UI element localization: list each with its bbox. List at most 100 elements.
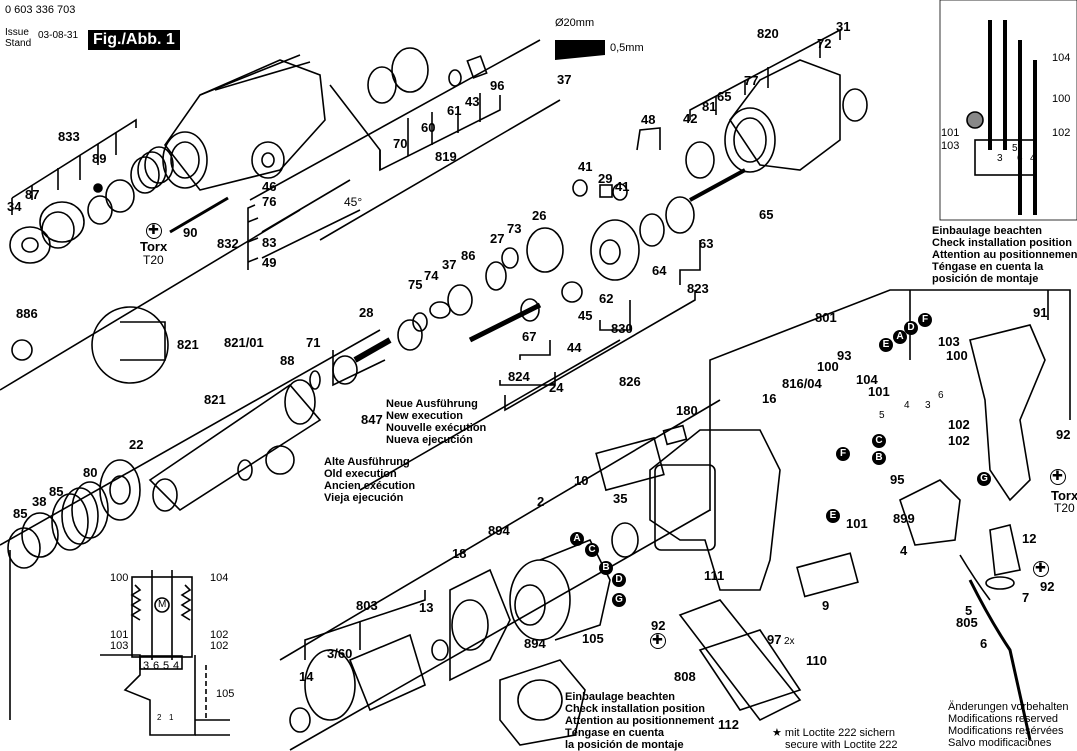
part-label: 65 — [717, 89, 732, 104]
switch-mark: 1 — [169, 713, 174, 722]
part-label: 28 — [359, 305, 374, 320]
part-label: 41 — [578, 159, 593, 174]
wire-marker-b: B — [872, 451, 886, 465]
wire-marker-b: B — [599, 561, 613, 575]
part-label: 91 — [1033, 305, 1048, 320]
leader-833 — [11, 118, 137, 199]
torx-icon — [1050, 468, 1066, 485]
wire-marker-e: E — [879, 338, 893, 352]
motor-symbol: M — [158, 599, 167, 610]
part-number: 0 603 336 703 — [5, 4, 76, 16]
quantity-label: 2x — [784, 636, 795, 647]
part-label: 886 — [16, 306, 38, 321]
wiring-label: 100 — [110, 572, 129, 584]
part-label: 90 — [183, 225, 198, 240]
part-label: 830 — [611, 321, 633, 336]
part-label: 803 — [356, 598, 378, 613]
part-label: 808 — [674, 669, 696, 684]
part-label: 85 — [49, 484, 64, 499]
part-label: 67 — [522, 329, 537, 344]
wire-marker-c: C — [585, 543, 599, 557]
diameter-label: Ø20mm — [555, 17, 595, 29]
wire-marker-g: G — [612, 593, 626, 607]
part-label: 72 — [817, 36, 832, 51]
part-label: 4 — [900, 543, 908, 558]
part-label: 71 — [306, 335, 321, 350]
part-label: 75 — [408, 277, 423, 292]
wire-marker-a: A — [570, 532, 584, 546]
part-label: 24 — [549, 380, 564, 395]
wire-marker-e: E — [826, 509, 840, 523]
part-label: 823 — [687, 281, 709, 296]
part-label: 100 — [817, 359, 839, 374]
part-label: 37 — [442, 257, 457, 272]
part-label: 819 — [435, 149, 457, 164]
part-label: 42 — [683, 111, 698, 126]
part-label: 105 — [582, 631, 604, 646]
part-label: 103 — [938, 334, 960, 349]
part-label: 833 — [58, 129, 80, 144]
part-label: 44 — [567, 340, 582, 355]
part-label: 43 — [465, 94, 480, 109]
part-label: 77 — [744, 73, 759, 88]
terminal-4: 4 — [173, 660, 180, 672]
terminal-6: 6 — [153, 660, 160, 672]
inset-terminal: 3 — [997, 153, 1003, 164]
part-label: 10 — [574, 473, 589, 488]
part-label: 899 — [893, 511, 915, 526]
part-label: 97 — [767, 632, 782, 647]
part-label: 38 — [32, 494, 47, 509]
torx-size: T20 — [1054, 501, 1075, 515]
part-label: 2 — [537, 494, 545, 509]
part-label: 102 — [948, 417, 970, 432]
wiring-label: 102 — [210, 629, 229, 641]
issue-label: Issue — [5, 27, 29, 38]
part-label: 85 — [13, 506, 28, 521]
part-label: 93 — [837, 348, 852, 363]
issue-date: 03-08-31 — [38, 30, 79, 41]
part-label: 112 — [718, 717, 739, 732]
part-label: 74 — [424, 268, 439, 283]
part-label: 110 — [806, 653, 827, 668]
wire-marker-d: D — [904, 321, 918, 335]
inset-terminal: 4 — [1030, 153, 1036, 164]
part-label: 832 — [217, 236, 239, 251]
part-label: 70 — [393, 136, 408, 151]
inset-label: 101 — [941, 127, 960, 139]
part-label: 18 — [452, 546, 467, 561]
part-label: 101 — [868, 384, 890, 399]
wire-marker-d: D — [612, 573, 626, 587]
torx-label: Torx — [140, 239, 168, 254]
wire-marker-f: F — [836, 447, 850, 461]
part-label: 45 — [578, 308, 593, 323]
inset-terminal: 6 — [1017, 153, 1023, 164]
part-label: 29 — [598, 171, 613, 186]
part-label: 102 — [948, 433, 970, 448]
part-label: 821 — [204, 392, 226, 407]
part-label: 5 — [965, 603, 973, 618]
part-label: 80 — [83, 465, 98, 480]
part-label: 73 — [507, 221, 522, 236]
part-label: 816/04 — [782, 376, 822, 391]
part-label: 894 — [488, 523, 510, 538]
part-label: 95 — [890, 472, 905, 487]
part-label: 87 — [25, 187, 40, 202]
wire-marker-g: G — [977, 472, 991, 486]
part-label: 111 — [704, 568, 725, 583]
part-label: 89 — [92, 151, 107, 166]
part-label: 76 — [262, 194, 277, 209]
terminal-number: 4 — [904, 400, 910, 411]
part-label: 805 — [956, 615, 978, 630]
part-label: 104 — [856, 372, 878, 387]
part-label: 26 — [532, 208, 547, 223]
part-label: 3/60 — [327, 646, 353, 661]
part-label: 65 — [759, 207, 774, 222]
part-label: 9 — [822, 598, 830, 613]
part-label: 27 — [490, 231, 505, 246]
part-label: 83 — [262, 235, 277, 250]
torx-icon — [1033, 560, 1049, 577]
wiring-label: 103 — [110, 640, 129, 652]
